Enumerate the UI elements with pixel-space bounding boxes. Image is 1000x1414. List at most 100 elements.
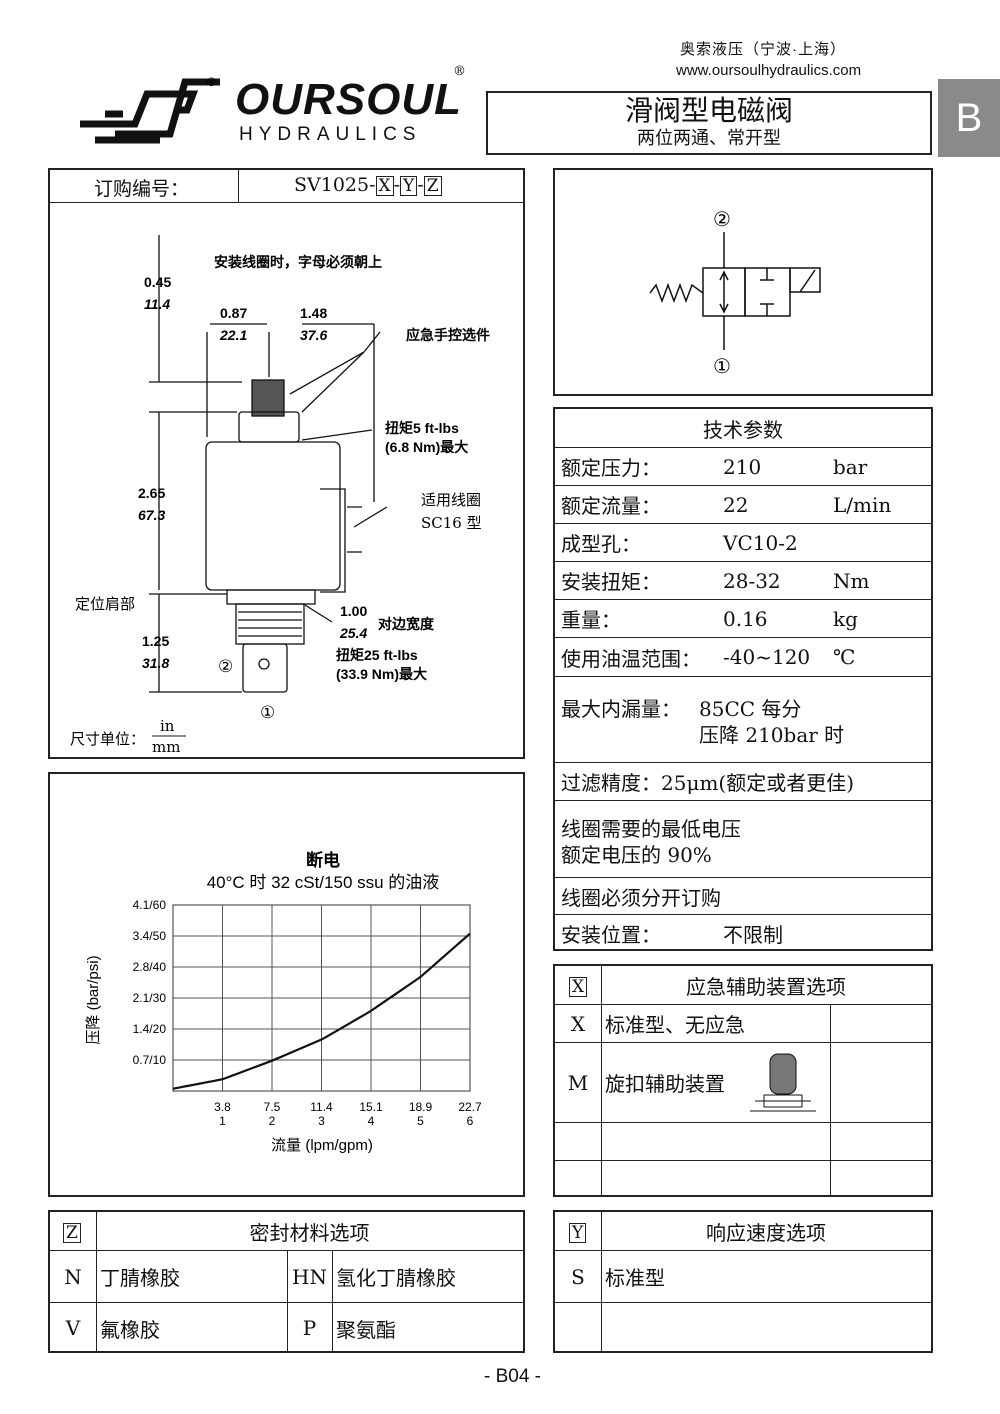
order-code-row: 订购编号： SV1025-X-Y-Z (50, 170, 523, 203)
y-tick-label: 2.8/40 (133, 960, 167, 974)
order-code-label: 订购编号： (94, 178, 190, 200)
svg-text:2.65: 2.65 (138, 485, 165, 501)
page-title: 滑阀型电磁阀 (624, 94, 793, 127)
svg-text:mm: mm (152, 738, 180, 756)
svg-text:①: ① (260, 703, 275, 722)
port-2-label: ② (713, 209, 731, 231)
svg-text:定位肩部: 定位肩部 (75, 595, 135, 613)
pressure-drop-chart: 断电 40°C 时 32 cSt/150 ssu 的油液 流量 (lpm/gpm… (85, 850, 482, 1154)
svg-text:0.45: 0.45 (144, 274, 171, 290)
logo: ® OURSOUL HYDRAULICS ® (75, 64, 466, 152)
x-tick-label: 5 (417, 1114, 424, 1128)
y-tick-label: 3.4/50 (133, 929, 167, 943)
x-tick-label: 2 (269, 1114, 276, 1128)
section-tab: B (938, 79, 1000, 157)
order-z-code: Z (423, 176, 442, 196)
x-tick-label: 1 (219, 1114, 226, 1128)
x-tick-label: 3 (318, 1114, 325, 1128)
spec-row-leakage: 最大内漏量： 85CC 每分 压降 210bar 时 (555, 676, 931, 762)
svg-text:37.6: 37.6 (300, 327, 327, 343)
page-subtitle: 两位两通、常开型 (637, 128, 781, 149)
svg-text:11.4: 11.4 (144, 296, 170, 312)
spec-row: 成型孔：VC10-2 (555, 523, 931, 561)
company-name: 奥索液压（宁波·上海） (680, 41, 846, 58)
spec-row-filter: 过滤精度：25μm(额定或者更佳) (555, 762, 931, 800)
x-key: X (569, 977, 588, 997)
dimension-drawing-panel: 订购编号： SV1025-X-Y-Z 安装线圈时，字母必须朝上 0.45 11.… (48, 168, 525, 759)
svg-text:1.48: 1.48 (300, 305, 327, 321)
x-tick-label: 22.7 (458, 1100, 482, 1114)
svg-text:in: in (160, 717, 175, 735)
svg-text:应急手控选件: 应急手控选件 (406, 327, 490, 343)
svg-text:扭矩5 ft-lbs: 扭矩5 ft-lbs (385, 420, 459, 436)
z-key: Z (63, 1223, 81, 1243)
x-tick-label: 15.1 (359, 1100, 383, 1114)
manual-knob (251, 379, 285, 417)
y-tick-label: 0.7/10 (133, 1053, 167, 1067)
logo-text: OURSOUL (235, 75, 462, 124)
svg-text:(6.8 Nm)最大: (6.8 Nm)最大 (385, 439, 468, 455)
coil (205, 441, 341, 591)
page-number: - B04 - (483, 1366, 542, 1387)
svg-text:31.8: 31.8 (142, 655, 169, 671)
svg-text:尺寸单位：: 尺寸单位： (70, 730, 145, 748)
spec-row: 使用油温范围：-40~120℃ (555, 637, 931, 676)
svg-text:®: ® (207, 75, 216, 89)
svg-text:1.25: 1.25 (142, 633, 169, 649)
spec-row-voltage: 线圈需要的最低电压 额定电压的 90% (555, 800, 931, 877)
y-tick-label: 2.1/30 (133, 991, 167, 1005)
x-tick-label: 4 (368, 1114, 375, 1128)
x-options-title: 应急辅助装置选项 (686, 974, 846, 999)
title-box: 滑阀型电磁阀 两位两通、常开型 (486, 91, 932, 155)
y-axis-label: 压降 (bar/psi) (85, 955, 102, 1044)
logo-subtext: HYDRAULICS (239, 124, 422, 145)
y-options-title: 响应速度选项 (706, 1220, 826, 1245)
svg-text:1.00: 1.00 (340, 603, 367, 619)
chart-subtitle: 40°C 时 32 cSt/150 ssu 的油液 (207, 873, 440, 892)
order-code: SV1025-X-Y-Z (294, 174, 442, 196)
z-options-title: 密封材料选项 (249, 1220, 370, 1245)
svg-text:SC16 型: SC16 型 (421, 514, 482, 532)
svg-text:适用线圈: 适用线圈 (421, 491, 481, 509)
cartridge-thread (235, 603, 305, 645)
x-tick-label: 11.4 (310, 1100, 333, 1114)
spec-row-coil: 线圈必须分开订购 (555, 877, 931, 914)
chart-title: 断电 (306, 850, 340, 870)
y-tick-label: 4.1/60 (133, 898, 167, 912)
valve-symbol-icon: ② ① (649, 209, 821, 378)
x-tick-label: 18.9 (409, 1100, 433, 1114)
svg-text:25.4: 25.4 (339, 625, 367, 641)
specs-title: 技术参数 (703, 417, 783, 442)
x-tick-label: 7.5 (264, 1100, 281, 1114)
svg-text:0.87: 0.87 (220, 305, 247, 321)
svg-text:22.1: 22.1 (219, 327, 247, 343)
y-tick-label: 1.4/20 (133, 1022, 167, 1036)
logo-mark-icon: ® (80, 75, 220, 144)
svg-text:扭矩25 ft-lbs: 扭矩25 ft-lbs (336, 647, 418, 663)
company-website: www.oursoulhydraulics.com (676, 62, 862, 79)
y-key: Y (569, 1223, 587, 1243)
order-x-code: X (375, 176, 394, 196)
svg-text:67.3: 67.3 (138, 507, 165, 523)
registered-mark: ® (453, 64, 466, 79)
svg-text:(33.9 Nm)最大: (33.9 Nm)最大 (336, 666, 427, 682)
svg-text:对边宽度: 对边宽度 (378, 616, 435, 632)
x-axis-label: 流量 (lpm/gpm) (271, 1137, 373, 1154)
valve-drawing: 安装线圈时，字母必须朝上 0.45 11.4 0.87 22.1 1.48 37… (70, 235, 490, 756)
x-tick-label: 3.8 (214, 1100, 231, 1114)
pressure-drop-chart-panel: 断电 40°C 时 32 cSt/150 ssu 的油液 流量 (lpm/gpm… (48, 772, 525, 1197)
x-tick-label: 6 (467, 1114, 474, 1128)
order-y-code: Y (400, 176, 418, 196)
